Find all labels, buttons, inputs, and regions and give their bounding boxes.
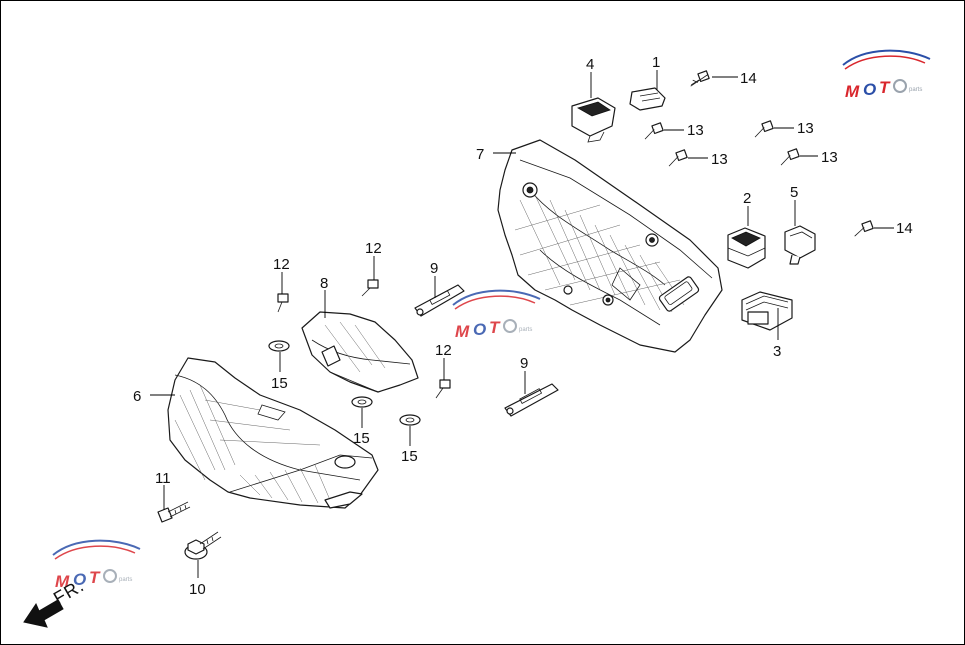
callout-labels: 1 2 3 4 5 6 7 8 9 9 10 11 12 12 12 13 13… [133,54,913,598]
tapping-screw-13-b [668,149,688,167]
washer-15-c [399,414,421,426]
screw-12-a [277,293,289,313]
watermark-logo-top-right: M O T parts [842,49,931,101]
front-handle-cover [167,357,379,509]
callout-15-b: 15 [353,430,370,447]
bracket-upper [414,284,465,317]
callout-14-a: 14 [740,70,757,87]
washer-15-a [268,340,290,352]
watermark-logo-center: M O T parts [452,289,541,341]
tapping-screw-13-a [644,122,664,140]
callout-15-c: 15 [401,448,418,465]
callout-2: 2 [743,190,751,207]
switch-5 [784,225,816,265]
tapping-screw-14-a [690,70,710,87]
callout-14-b: 14 [896,220,913,237]
svg-text:M: M [845,82,860,101]
callout-13-c: 13 [797,120,814,137]
callout-12-a: 12 [273,256,290,273]
svg-text:M: M [55,572,70,591]
svg-text:parts: parts [909,87,922,93]
callout-9-lower: 9 [520,355,528,372]
tapping-screw-13-d [780,148,800,166]
svg-text:T: T [89,568,101,587]
washer-15-b [351,396,373,408]
svg-text:T: T [489,318,501,337]
callout-10: 10 [189,581,206,598]
callout-15-a: 15 [271,375,288,392]
callout-8: 8 [320,275,328,292]
rear-handle-cover [497,139,723,353]
flange-bolt-10 [184,531,222,560]
callout-4: 4 [586,56,594,73]
bracket-lower [504,383,559,417]
meter-cover [301,311,419,393]
switch-3 [741,291,793,331]
svg-text:M: M [455,322,470,341]
screw-12-b [361,279,379,297]
bolt-11 [157,501,191,523]
callout-13-d: 13 [821,149,838,166]
switch-2 [727,227,766,269]
svg-text:O: O [863,80,876,99]
callout-5: 5 [790,184,798,201]
callout-13-b: 13 [711,151,728,168]
svg-text:T: T [879,78,891,97]
watermark-logo-bottom-left: M O T parts [52,539,141,591]
leader-lines [150,70,894,578]
screw-12-c [435,379,451,399]
switch-1 [629,87,666,111]
tapping-screw-13-c [754,120,774,138]
callout-6: 6 [133,388,141,405]
callout-11: 11 [155,470,171,487]
switch-4 [571,97,616,143]
svg-text:parts: parts [519,327,532,333]
callout-12-c: 12 [435,342,452,359]
callout-9-upper: 9 [430,260,438,277]
svg-text:parts: parts [119,577,132,583]
svg-text:O: O [73,570,86,589]
callout-13-a: 13 [687,122,704,139]
callout-12-b: 12 [365,240,382,257]
callout-1: 1 [652,54,660,71]
callout-7: 7 [476,146,484,163]
tapping-screw-14-b [854,220,874,237]
callout-3: 3 [773,343,781,360]
svg-text:O: O [473,320,486,339]
